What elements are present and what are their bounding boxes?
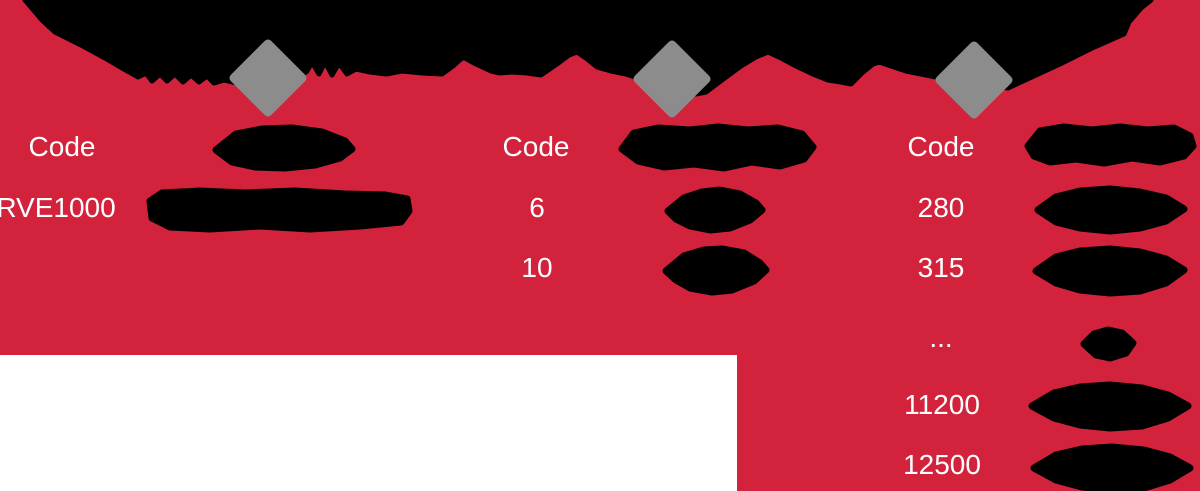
voltage-code-value: 10 — [521, 252, 553, 283]
voltage-code-value: 6 — [529, 192, 545, 223]
red-banner-background — [0, 0, 1200, 355]
series-code-value: RVE1000 — [0, 192, 116, 223]
code-column-header: Code — [907, 131, 975, 162]
power-code-value: 280 — [917, 192, 965, 223]
code-column-header: Code — [502, 131, 570, 162]
power-code-value: 11200 — [904, 389, 980, 420]
code-column-header: Code — [28, 131, 96, 162]
power-code-ellipsis: ... — [929, 322, 953, 353]
power-code-value: 12500 — [903, 449, 981, 480]
power-code-value: 315 — [917, 252, 965, 283]
